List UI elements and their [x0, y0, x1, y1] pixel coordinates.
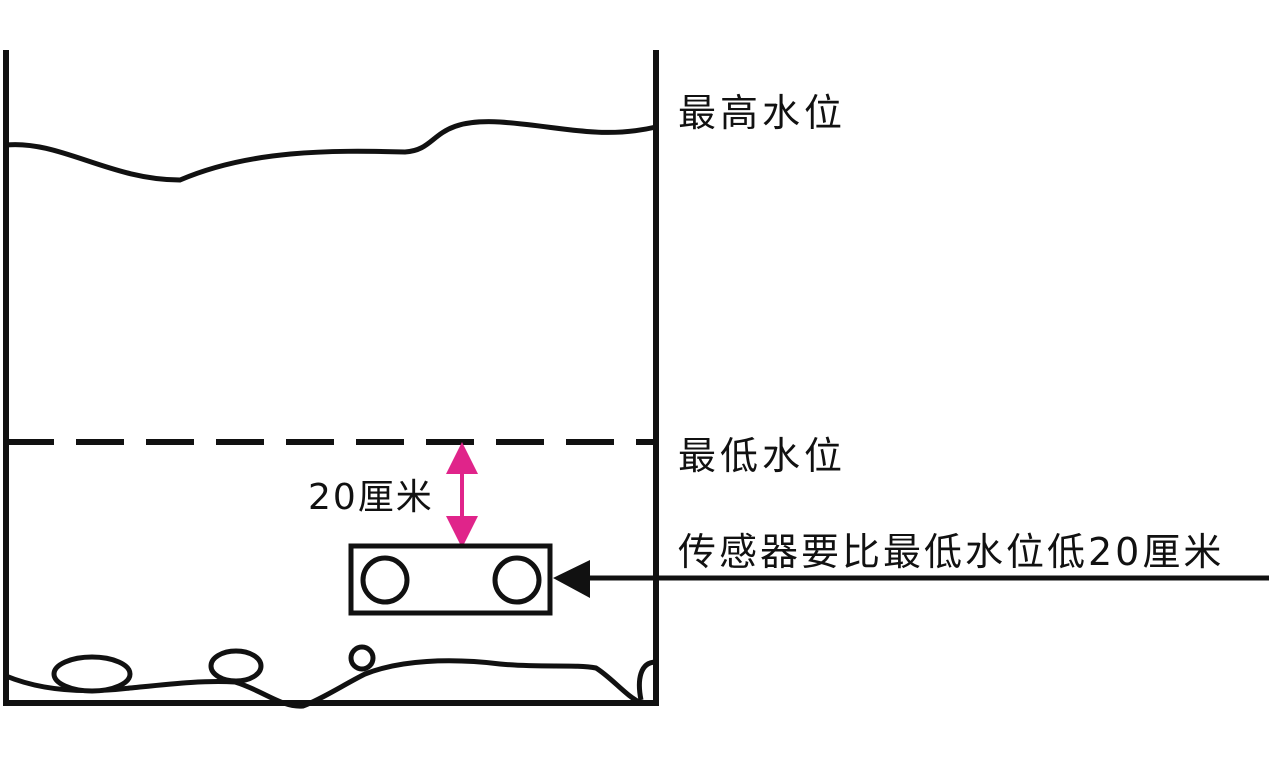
- sensor-left-probe: [360, 555, 410, 605]
- pebble-small: [348, 644, 376, 672]
- pebble-medium: [208, 648, 264, 684]
- max-water-level-label: 最高水位: [678, 91, 847, 135]
- sensor-pointer-arrowhead: [553, 560, 590, 598]
- sensor-right-probe: [492, 555, 542, 605]
- gap-distance-label: 20厘米: [308, 477, 434, 518]
- pebble-large: [51, 654, 133, 694]
- sediment-contour: [5, 658, 643, 709]
- sensor-note-label: 传感器要比最低水位低20厘米: [678, 530, 1225, 574]
- pebble-corner: [636, 659, 657, 701]
- sensor: [348, 543, 553, 616]
- high-water-surface: [5, 119, 657, 183]
- min-water-level-label: 最低水位: [678, 434, 847, 478]
- sediment: [5, 644, 657, 709]
